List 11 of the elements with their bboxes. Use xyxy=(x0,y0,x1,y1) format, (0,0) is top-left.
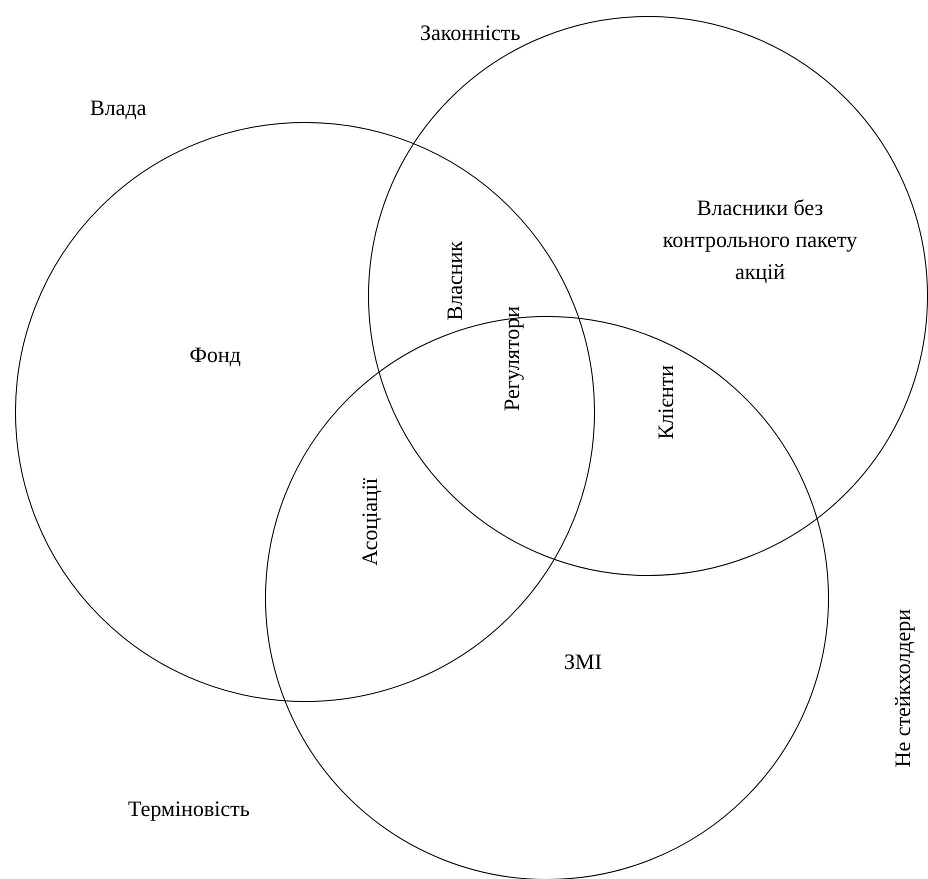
set-heading: Влада xyxy=(90,95,146,122)
region-label: Власники без контрольного пакету акцій xyxy=(662,194,858,286)
set-heading: Терміновість xyxy=(128,796,250,822)
region-label: Фонд xyxy=(190,342,241,368)
region-label: Регулятори xyxy=(499,306,525,410)
region-label: Власник xyxy=(442,240,468,320)
region-label: Клієнти xyxy=(653,365,679,440)
side-label: Не стейкхолдери xyxy=(890,609,916,768)
set-heading: Законність xyxy=(420,20,520,46)
region-label: Асоціації xyxy=(357,478,383,566)
region-label: ЗМІ xyxy=(564,649,602,676)
